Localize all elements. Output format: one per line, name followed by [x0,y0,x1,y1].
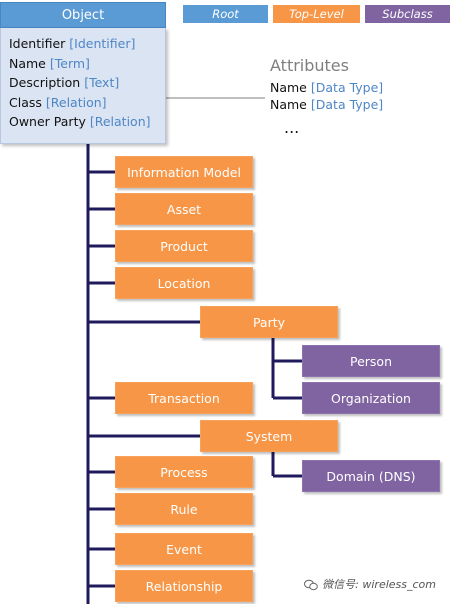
node-party: Party [200,306,338,338]
attribute-line-1: Name [Data Type] [270,80,384,95]
node-domain-dns: Domain (DNS) [302,460,440,492]
attributes-ellipsis: ... [284,118,300,137]
node-organization: Organization [302,382,440,414]
node-relationship: Relationship [115,570,253,602]
watermark-text: 微信号: wireless_com [322,578,436,591]
node-system: System [200,420,338,452]
node-process: Process [115,456,253,488]
field-name: Name [Term] [9,55,90,71]
attributes-title: Attributes [270,56,349,75]
field-class: Class [Relation] [9,94,107,110]
node-event: Event [115,533,253,565]
watermark: 微信号: wireless_com [304,576,436,592]
chat-bubbles-icon [304,579,318,591]
node-rule: Rule [115,493,253,525]
node-transaction: Transaction [115,382,253,414]
node-asset: Asset [115,193,253,225]
node-person: Person [302,345,440,377]
field-description: Description [Text] [9,75,120,91]
node-information-model: Information Model [115,156,253,188]
attribute-line-2: Name [Data Type] [270,97,384,112]
legend-top-level: Top-Level [273,5,360,23]
field-owner-party: Owner Party [Relation] [9,114,151,130]
object-header: Object [0,2,166,28]
node-location: Location [115,267,253,299]
field-identifier: Identifier [Identifier] [9,36,136,51]
object-fields: Identifier [Identifier] Name [Term] Desc… [0,28,166,144]
legend-root: Root [183,5,268,23]
legend-subclass: Subclass [365,5,450,23]
node-product: Product [115,230,253,262]
